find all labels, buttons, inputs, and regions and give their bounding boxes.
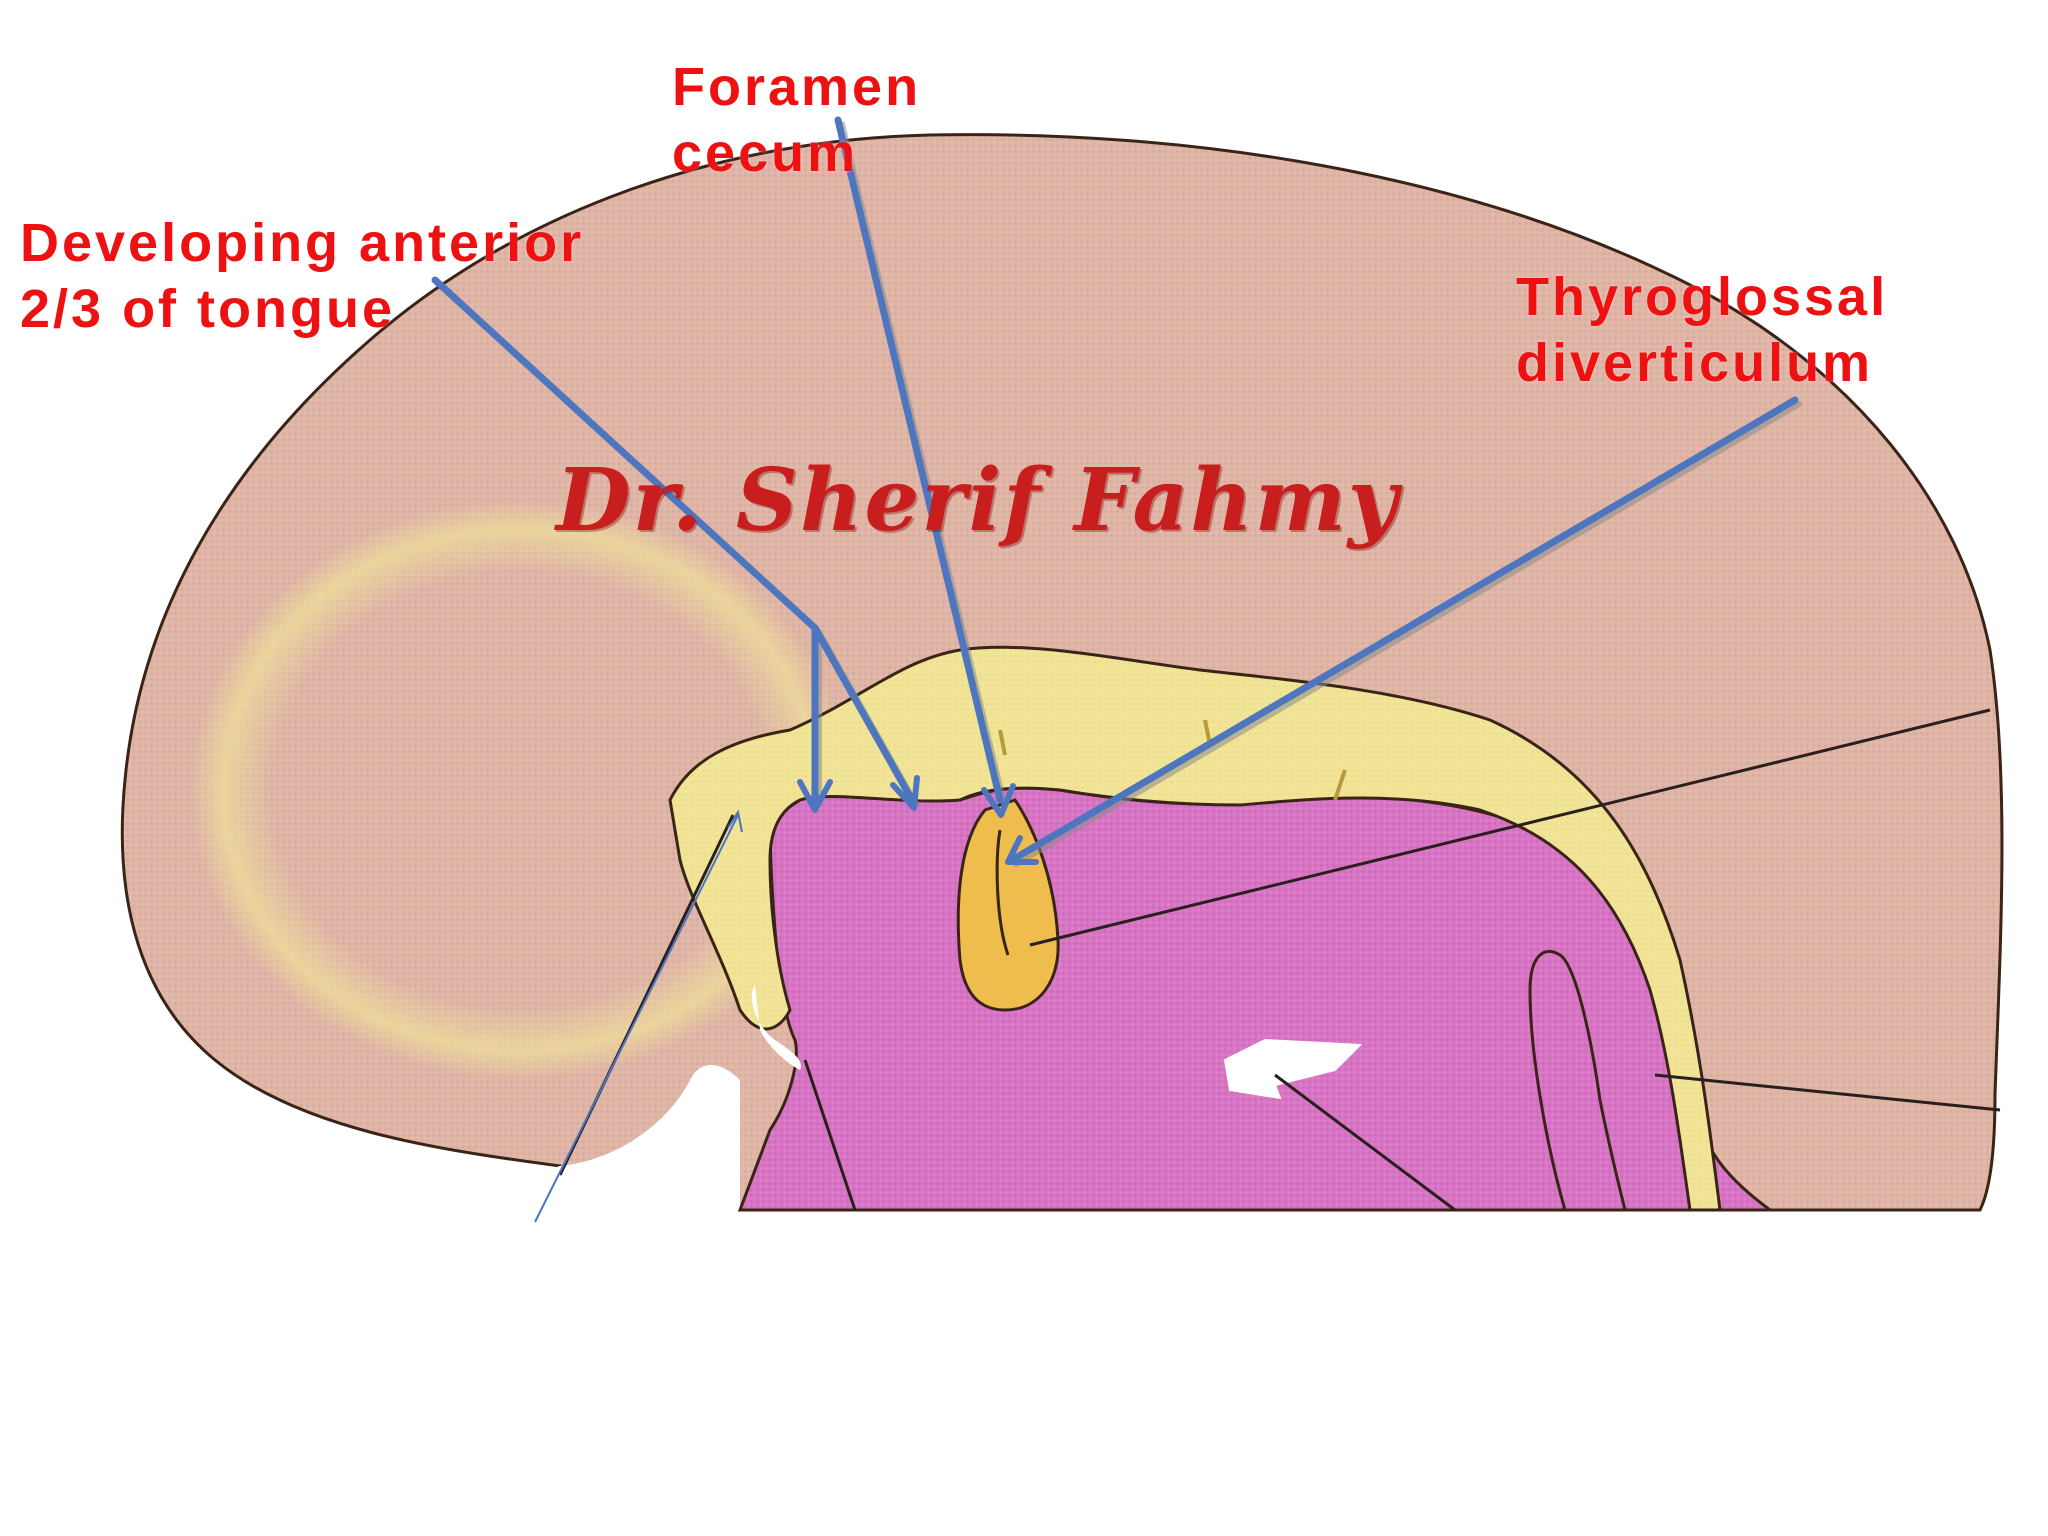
- stomodeum-notch: [751, 985, 801, 1070]
- face-highlight: [190, 500, 850, 1080]
- leader-line-diverticulum: [1029, 708, 1991, 947]
- arrow-foramen-cecum: [834, 116, 1004, 804]
- endoderm-band: [668, 645, 1722, 1212]
- author-watermark: Dr. Sherif Fahmy: [556, 450, 1400, 551]
- label-developing-tongue-line2: 2/3 of tongue: [20, 279, 395, 339]
- label-thyroglossal-line2: diverticulum: [1516, 333, 1874, 393]
- label-developing-tongue-line1: Developing anterior: [20, 213, 585, 273]
- arrowhead-tongue-right: [890, 775, 920, 811]
- label-developing-tongue: Developing anterior 2/3 of tongue: [20, 210, 584, 342]
- arrowhead-tongue-left: [797, 779, 833, 813]
- arrow-developing-tongue-right: [811, 624, 916, 804]
- label-thyroglossal-line1: Thyroglossal: [1516, 267, 1889, 327]
- arrowhead-thin-blue: [727, 809, 743, 833]
- jaw-cutout: [400, 1065, 740, 1215]
- lining-tick-3: [1333, 769, 1347, 801]
- dark-leader-lines: [558, 708, 2001, 1212]
- arrow-thyroglossal: [1008, 396, 1799, 864]
- leader-line-white-arrow: [1274, 1073, 1456, 1212]
- blue-annotation-arrows: [431, 116, 1802, 867]
- arrowhead-foramen: [981, 783, 1016, 818]
- arrowhead-thyroglossal: [1005, 835, 1039, 865]
- lining-tick-1: [998, 729, 1007, 756]
- pharyngeal-pouch-loop: [1528, 949, 1627, 1211]
- leader-line-notch: [803, 1059, 857, 1211]
- white-arrow-icon: [1223, 1038, 1363, 1100]
- leader-line-thin-blue: [534, 814, 739, 1223]
- label-foramen-cecum-line1: Foramen: [672, 57, 922, 117]
- leader-line-pouch: [1654, 1073, 2001, 1112]
- label-foramen-cecum-line2: cecum: [672, 123, 859, 183]
- label-thyroglossal-diverticulum: Thyroglossal diverticulum: [1516, 264, 1888, 396]
- label-foramen-cecum: Foramen cecum: [672, 54, 921, 186]
- diverticulum-lumen: [995, 829, 1010, 956]
